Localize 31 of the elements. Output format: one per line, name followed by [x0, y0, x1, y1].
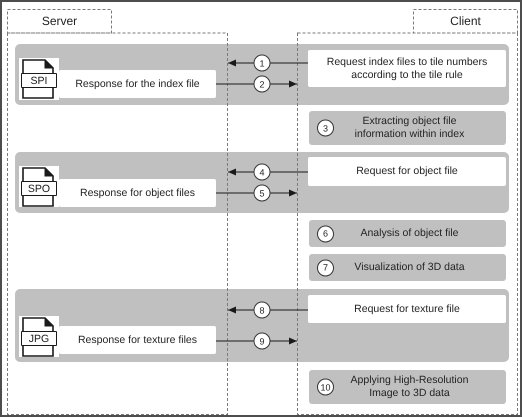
- process-box: [309, 370, 506, 404]
- step-number: 7: [317, 259, 334, 276]
- message-box: Response for the index file: [59, 70, 216, 98]
- message-box: Request for texture file: [308, 295, 506, 323]
- message-box: Response for texture files: [59, 326, 216, 354]
- process-box: [309, 220, 506, 247]
- message-box: Response for object files: [59, 179, 216, 207]
- step-label: Visualization of 3D data: [354, 261, 465, 274]
- process-box: [309, 254, 506, 281]
- arrow: [228, 60, 308, 66]
- step-label: Applying High-Resolution Image to 3D data: [350, 374, 470, 400]
- file-type-label: SPI: [21, 73, 57, 88]
- arrow: [216, 190, 297, 196]
- arrow: [216, 80, 297, 88]
- lane-title: Client: [450, 14, 481, 28]
- step-label: Extracting object file information within index: [354, 115, 466, 141]
- file-type-label: SPO: [21, 181, 57, 196]
- message-box: Request for object file: [308, 157, 506, 186]
- swimlane: [7, 9, 228, 415]
- arrow: [228, 306, 308, 314]
- file-type-label: JPG: [21, 331, 57, 346]
- lane-title: Server: [42, 14, 78, 28]
- step-label: Analysis of object file: [360, 227, 459, 240]
- step-number: 10: [317, 378, 334, 396]
- step-number: 6: [317, 225, 334, 242]
- step-number: 3: [317, 120, 334, 136]
- process-box: [309, 111, 506, 145]
- swimlane: [297, 9, 518, 415]
- arrow: [216, 338, 297, 344]
- arrow: [228, 168, 308, 176]
- message-box: Request index files to tile numbers according to the tile rule: [308, 50, 506, 87]
